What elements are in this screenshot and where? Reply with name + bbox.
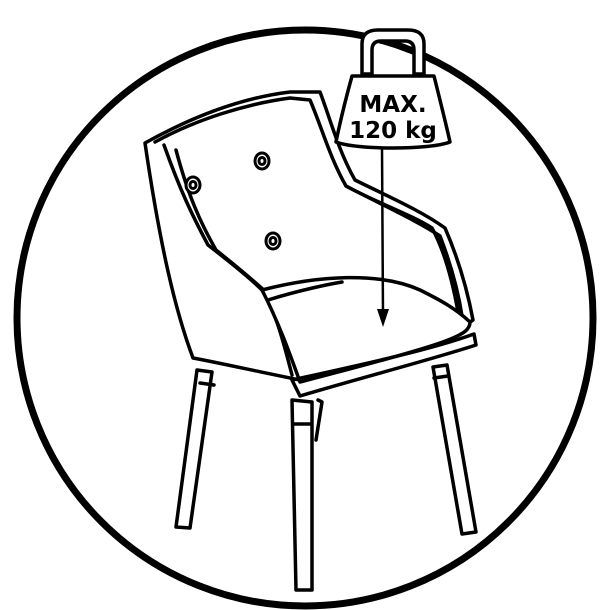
chair-arm-right xyxy=(344,184,460,314)
chair-icon xyxy=(143,90,478,592)
chair-seat xyxy=(260,275,472,384)
chair-leg-back-right-ring xyxy=(432,374,450,380)
chair-leg-back-right xyxy=(431,363,478,536)
chair-tufting xyxy=(184,151,282,251)
boundary-circle xyxy=(13,26,597,610)
weight-body xyxy=(334,74,452,150)
weight-icon xyxy=(334,28,452,150)
weight-label-max: MAX. xyxy=(359,92,426,118)
chair-seat-edge xyxy=(290,332,478,398)
chair-leg-front-mid xyxy=(314,398,324,442)
weight-handle xyxy=(360,28,426,76)
chair-leg-back-left-ring xyxy=(198,381,216,387)
arrow-down-icon xyxy=(377,147,389,327)
weight-label-capacity: 120 kg xyxy=(349,118,437,144)
chair-seat-seam xyxy=(266,280,344,302)
chair-leg-back-left xyxy=(174,368,214,530)
chair-leg-front-left xyxy=(290,398,314,592)
